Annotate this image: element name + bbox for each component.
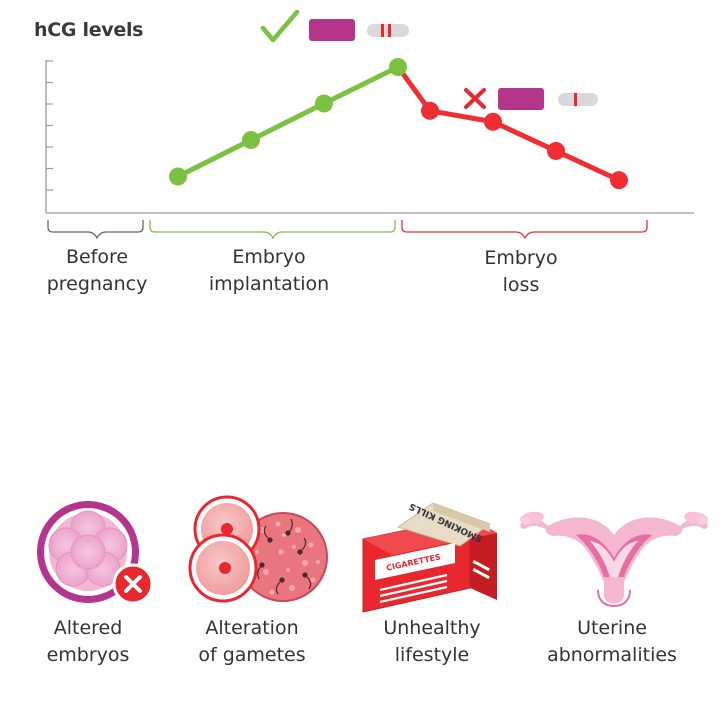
phase-brackets — [47, 220, 648, 240]
cause-label-2a: Alteration — [205, 617, 298, 639]
cause-label-1a: Altered — [54, 617, 123, 639]
y-ticks — [46, 60, 53, 191]
bracket-before — [47, 220, 144, 240]
cause-label-4b: abnormalities — [547, 644, 677, 666]
altered-embryo-icon — [37, 501, 154, 605]
bracket-implantation — [149, 220, 396, 240]
data-point-fall-4 — [610, 171, 628, 190]
data-point-rise-1 — [242, 131, 260, 149]
data-point-fall-2 — [484, 112, 502, 131]
phase-labels: Before pregnancy Embryo implantation Emb… — [47, 246, 558, 296]
cigarette-pack-icon: SMOKING KILLS CIGARETTES — [362, 500, 497, 613]
data-point-fall-3 — [547, 141, 565, 160]
gametes-icon — [188, 495, 328, 603]
phase-label-implantation-2: implantation — [209, 273, 329, 295]
data-point-fall-1 — [421, 101, 439, 120]
cause-labels: Altered embryos Alteration of gametes Un… — [47, 617, 677, 666]
cause-label-1b: embryos — [47, 644, 130, 666]
bracket-loss — [401, 220, 648, 240]
cause-label-3a: Unhealthy — [383, 617, 480, 639]
phase-label-loss-2: loss — [503, 274, 540, 296]
phase-label-implantation-1: Embryo — [232, 246, 305, 268]
cause-label-3b: lifestyle — [395, 644, 470, 666]
cause-label-2b: of gametes — [198, 644, 305, 666]
data-point-rise-2 — [315, 94, 333, 113]
data-point-rise-3 — [389, 58, 407, 76]
cross-mark-icon — [464, 88, 486, 109]
cause-label-4a: Uterine — [577, 617, 647, 639]
positive-test-group — [260, 9, 409, 43]
negative-test-group — [464, 88, 598, 110]
chart-ylabel: hCG levels — [34, 19, 143, 41]
uterus-icon — [520, 511, 708, 608]
positive-test-icon — [309, 19, 409, 41]
negative-test-icon — [498, 88, 598, 110]
data-point-rise-0 — [169, 167, 187, 186]
phase-label-before-1: Before — [66, 246, 128, 268]
series-line-rise — [176, 64, 400, 179]
series-line-fall — [395, 65, 621, 183]
phase-label-loss-1: Embryo — [484, 247, 557, 269]
phase-label-before-2: pregnancy — [47, 273, 148, 295]
check-mark-icon — [260, 9, 300, 43]
chart-axes — [45, 60, 694, 214]
chart-series — [169, 58, 628, 190]
